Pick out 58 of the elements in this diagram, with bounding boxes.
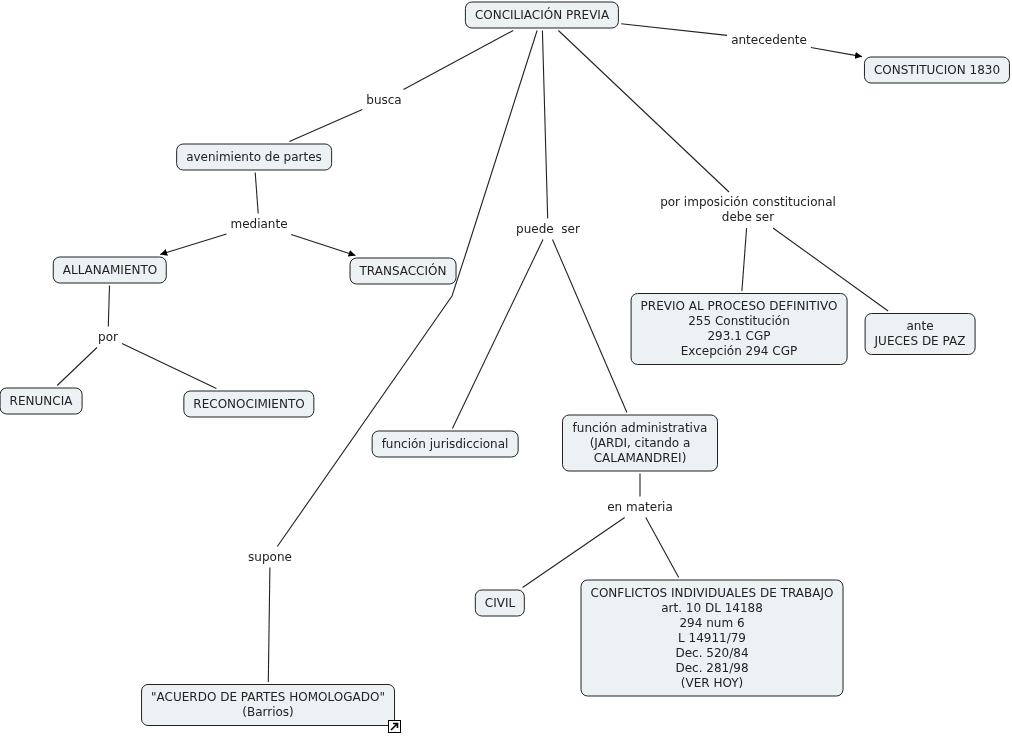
concept-text: "ACUERDO DE PARTES HOMOLOGADO" (151, 690, 385, 705)
connector-line (772, 227, 889, 312)
arrow (290, 233, 357, 257)
concept-text: L 14911/79 (677, 630, 747, 646)
linking-phrase: supone (246, 548, 294, 566)
concept-text: (VER HOY) (679, 675, 745, 691)
linking-phrase: por (96, 328, 120, 346)
connector-line (107, 284, 111, 328)
connector-line (121, 343, 217, 390)
linking-phrase: antecedente (729, 31, 809, 49)
concept-box: CIVIL (474, 589, 526, 617)
connector-line (276, 29, 538, 548)
concept-text: 294 num 6 (678, 615, 746, 631)
concept-box: CONCILIACIÓN PREVIA (464, 1, 620, 29)
concept-text: Excepción 294 CGP (679, 344, 799, 359)
concept-text: 293.1 CGP (706, 329, 772, 344)
connector-line (451, 238, 544, 430)
concept-text: Dec. 520/84 (674, 645, 750, 661)
connector-line (541, 29, 549, 220)
connector-line (254, 171, 259, 215)
concept-box: función jurisdiccional (371, 430, 519, 458)
connector-line (557, 29, 730, 193)
concept-text: Dec. 281/98 (674, 660, 750, 676)
linking-phrase: busca (364, 91, 404, 109)
connector-line (645, 516, 680, 579)
concept-box (630, 293, 848, 365)
concept-box: RECONOCIMIENTO (183, 390, 315, 418)
concept-text: art. 10 DL 14188 (660, 600, 764, 616)
connector-line (551, 238, 628, 414)
linking-phrase: en materia (605, 498, 675, 516)
concept-text: JUECES DE PAZ (874, 334, 966, 349)
concept-box: RENUNCIA (0, 387, 83, 415)
linking-phrase: mediante (228, 215, 290, 233)
linking-phrase: por imposición constitucional debe ser (651, 194, 845, 226)
concept-text: PREVIO AL PROCESO DEFINITIVO (640, 299, 838, 314)
linking-phrase: puede ser (514, 220, 582, 238)
arrow (810, 46, 863, 59)
concept-box (141, 684, 395, 726)
concept-box (580, 579, 844, 697)
concept-box: TRANSACCIÓN (349, 257, 457, 285)
concept-box: CONSTITUCION 1830 (863, 56, 1011, 84)
concept-box (864, 313, 976, 355)
connector-line (741, 227, 748, 292)
concept-text: (Barrios) (241, 705, 295, 720)
arrow (159, 233, 228, 256)
concept-box: avenimiento de partes (176, 143, 332, 171)
concept-text: CONFLICTOS INDIVIDUALES DE TRABAJO (590, 585, 834, 601)
connector-line (56, 346, 98, 387)
concept-text: ante (905, 319, 935, 334)
connector-line (639, 472, 641, 498)
connector-line (620, 23, 728, 36)
concept-text: 255 Constitución (687, 314, 791, 329)
connector-line (288, 108, 363, 143)
concept-box: ALLANAMIENTO (52, 256, 168, 284)
connector-line (522, 516, 626, 589)
connector-line (267, 566, 271, 683)
concept-box: función administrativa (JARDI, citando a CALAMANDREI) (562, 414, 718, 472)
connector-line (402, 29, 514, 91)
